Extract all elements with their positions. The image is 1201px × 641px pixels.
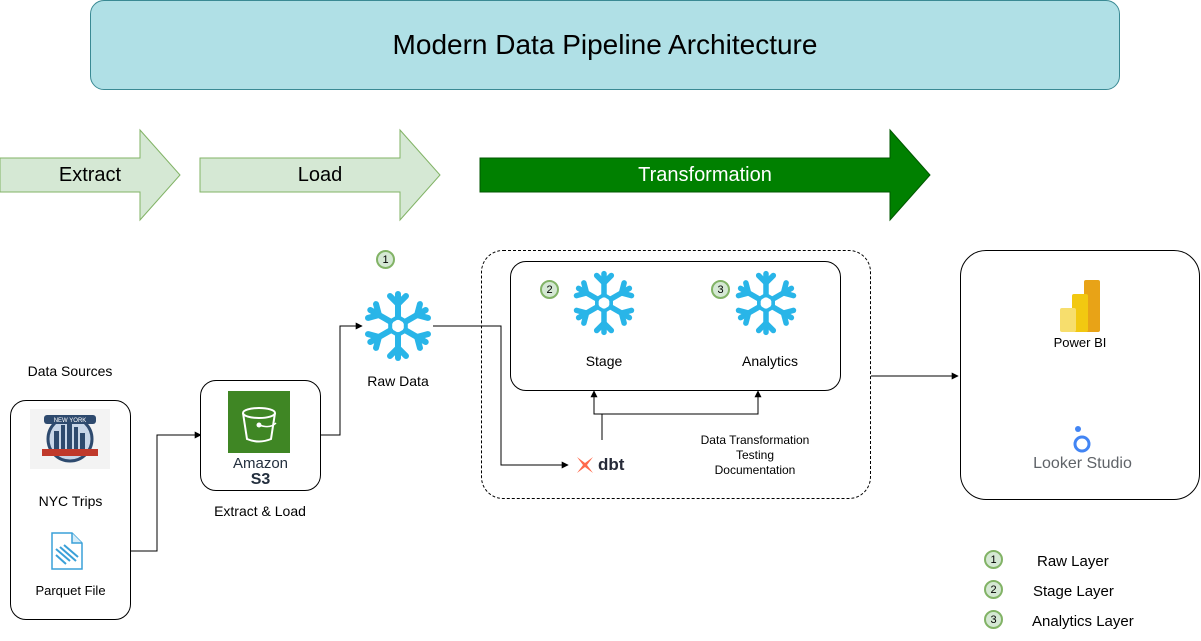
stage-label: Stage [585, 353, 623, 369]
raw-data-label: Raw Data [367, 373, 429, 389]
parquet-file-icon [51, 532, 83, 570]
transformation-arrow [479, 128, 931, 222]
legend-label-3: Analytics Layer [1032, 613, 1134, 630]
transformation-group [481, 250, 871, 499]
raw-snowflake-icon [365, 291, 431, 361]
nyc-trips-label: NYC Trips [38, 493, 103, 509]
dbt-to-analytics-connector [602, 390, 762, 415]
dbt-logo-icon [577, 457, 593, 473]
legend-badge-2: 2 [984, 580, 1003, 599]
nyc-logo-icon: NEW YORK [30, 409, 110, 469]
legend-label-1: Raw Layer [1037, 553, 1109, 570]
looker-label: Looker Studio [1033, 455, 1132, 472]
legend-label-2: Stage Layer [1033, 583, 1114, 600]
analytics-badge: 3 [711, 280, 730, 299]
extract-arrow [0, 128, 181, 222]
dbt-description: Data Transformation Testing Documentatio… [680, 433, 830, 478]
dbt-desc-line2: Testing [735, 448, 775, 462]
raw-to-dbt-connector [433, 325, 569, 469]
raw-badge: 1 [376, 250, 395, 269]
data-sources-heading: Data Sources [27, 363, 113, 379]
dbt-label: dbt [598, 455, 625, 474]
nyc-logo-text: NEW YORK [54, 418, 87, 424]
diagram-title: Modern Data Pipeline Architecture [90, 0, 1120, 90]
transformation-label: Transformation [638, 164, 772, 186]
phase-arrows [0, 128, 931, 222]
legend-badge-3: 3 [984, 610, 1003, 629]
extract-label: Extract [58, 164, 122, 186]
powerbi-icon [1060, 280, 1100, 332]
stage-badge: 2 [540, 280, 559, 299]
stage-snowflake-icon [573, 270, 635, 336]
s3-caption: Extract & Load [214, 503, 306, 519]
dbt-desc-line1: Data Transformation [700, 433, 810, 447]
dbt-desc-line3: Documentation [714, 463, 796, 477]
s3-bucket-icon [228, 391, 290, 453]
parquet-file-label: Parquet File [35, 583, 106, 598]
looker-icon [1073, 426, 1091, 453]
parquet-to-s3-connector [115, 431, 202, 552]
analytics-label: Analytics [741, 353, 799, 369]
legend-badge-1: 1 [984, 550, 1003, 569]
load-label: Load [297, 164, 343, 186]
analytics-snowflake-icon [735, 270, 797, 336]
s3-brand-bottom: S3 [250, 471, 271, 488]
load-arrow [199, 128, 441, 222]
dbt-to-stage-connector [590, 390, 603, 440]
powerbi-label: Power BI [1053, 335, 1107, 350]
s3-brand-top: Amazon [232, 455, 289, 472]
bi-box [960, 250, 1200, 500]
s3-to-raw-connector [321, 322, 363, 436]
